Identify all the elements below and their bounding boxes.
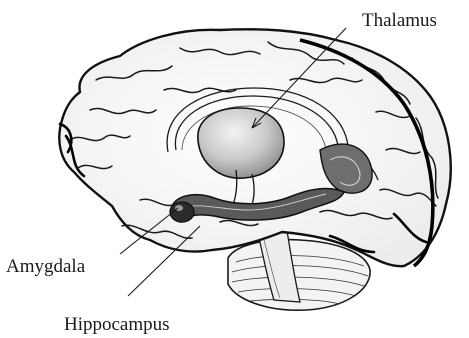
label-amygdala: Amygdala (6, 256, 86, 277)
label-hippocampus: Hippocampus (64, 314, 170, 335)
label-thalamus: Thalamus (362, 10, 437, 31)
